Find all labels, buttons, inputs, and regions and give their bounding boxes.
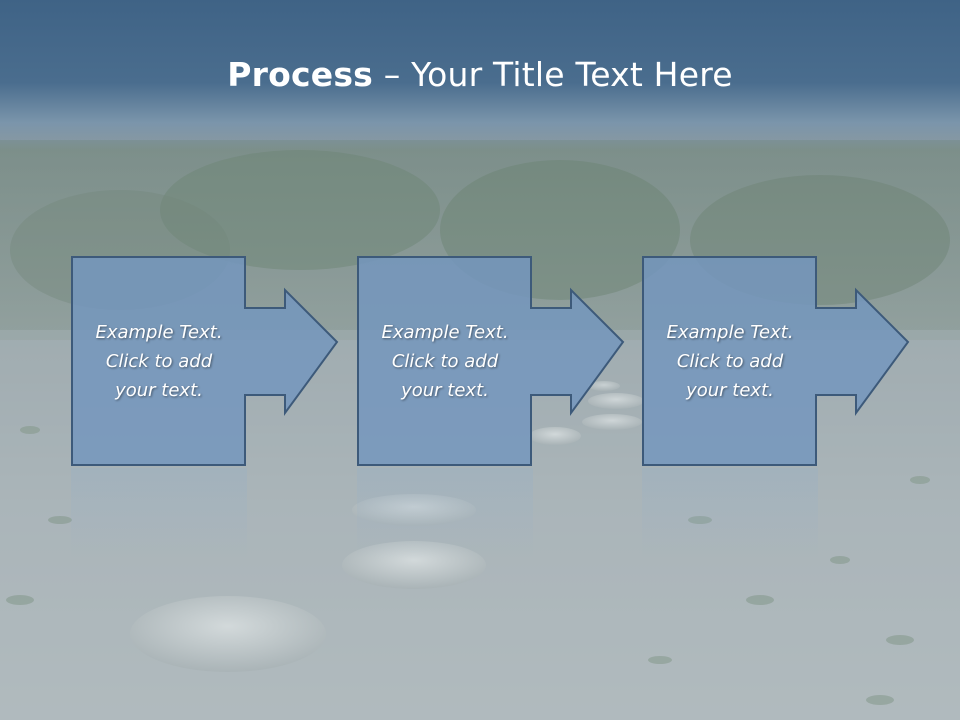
step-text[interactable]: Example Text. Click to add your text. (666, 321, 794, 401)
stepping-stone (342, 541, 486, 589)
stepping-stone (352, 494, 476, 526)
right-arrow-callout-shape (357, 256, 625, 466)
stepping-stone (588, 381, 620, 391)
right-arrow-callout-shape (642, 256, 910, 466)
step-reflection (71, 468, 247, 558)
slide-title[interactable]: Process – Your Title Text Here (0, 52, 960, 98)
step-reflection (642, 468, 818, 558)
step-reflection (357, 468, 533, 558)
title-bold-text: Process (227, 55, 374, 94)
stepping-stone (130, 596, 326, 672)
title-rest-text: – Your Title Text Here (373, 55, 733, 94)
step-text[interactable]: Example Text. Click to add your text. (381, 321, 509, 401)
title-bar (0, 0, 960, 150)
step-text[interactable]: Example Text. Click to add your text. (95, 321, 223, 401)
stepping-stone (588, 393, 644, 409)
stepping-stone (529, 427, 581, 445)
right-arrow-callout-shape (71, 256, 339, 466)
stepping-stone (582, 414, 642, 430)
